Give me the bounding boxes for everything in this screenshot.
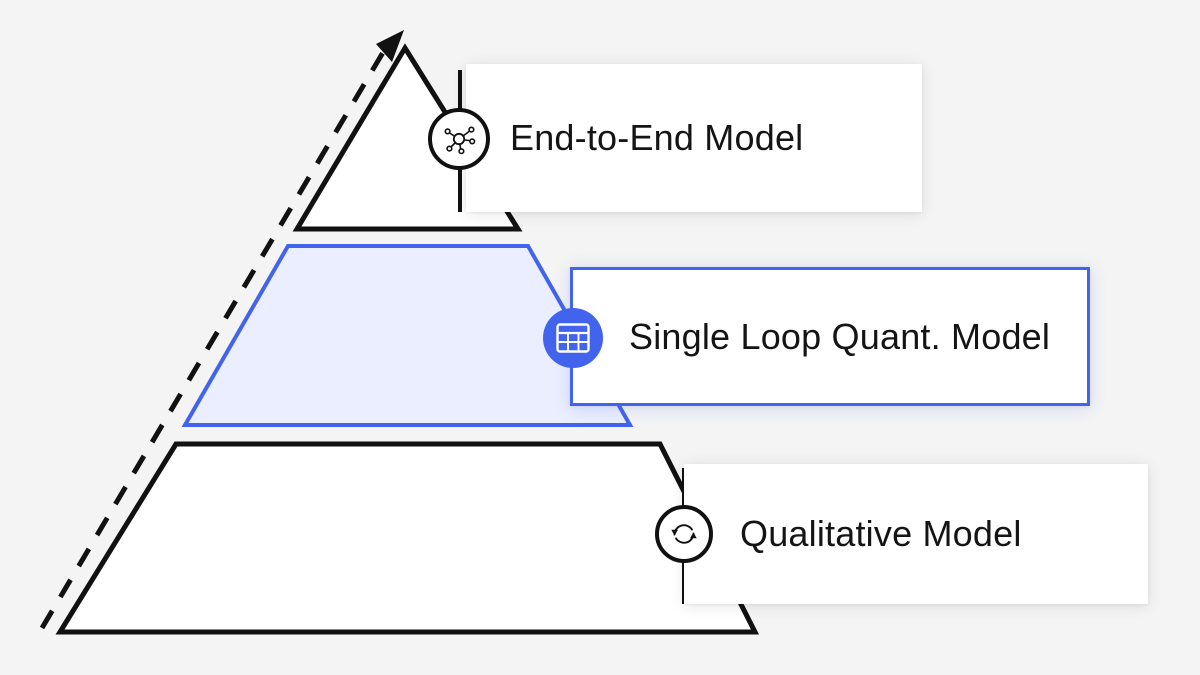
layer-card-qualitative[interactable]: Qualitative Model (684, 464, 1148, 604)
table-grid-icon[interactable] (543, 308, 603, 368)
network-nodes-icon[interactable] (428, 108, 490, 170)
layer-card-label-single-loop: Single Loop Quant. Model (629, 315, 1051, 357)
layer-card-label-qualitative: Qualitative Model (740, 513, 1022, 554)
layer-card-label-end-to-end: End-to-End Model (510, 117, 804, 158)
pyramid-layer-qualitative[interactable] (55, 441, 760, 635)
refresh-loop-icon[interactable] (655, 505, 713, 563)
pyramid-layer-single-loop[interactable] (181, 244, 634, 427)
layer-card-single-loop[interactable]: Single Loop Quant. Model (570, 267, 1090, 406)
layer-card-end-to-end[interactable]: End-to-End Model (466, 64, 922, 212)
maturity-arrow-icon (39, 30, 404, 630)
